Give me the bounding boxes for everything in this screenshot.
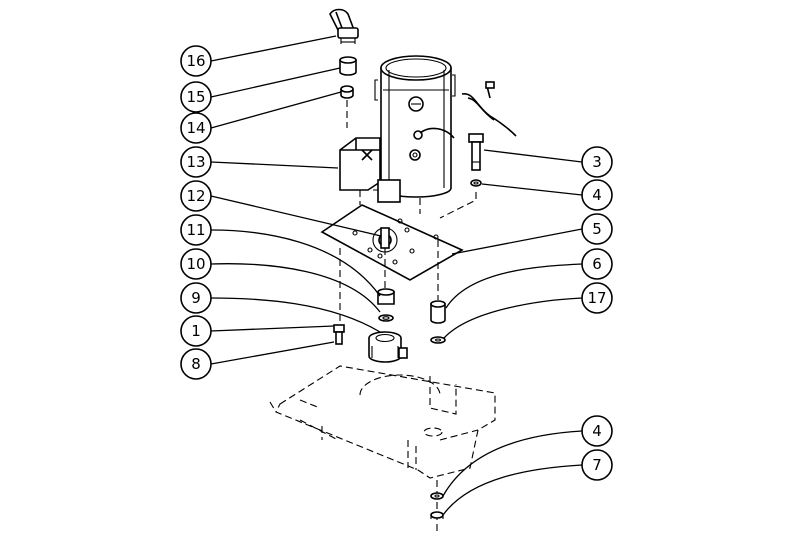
callout-17-label: 17: [587, 289, 606, 307]
part-nut-bottom: [430, 511, 444, 519]
part-pump-bracket: [339, 137, 401, 203]
part-washer-17: [430, 336, 446, 344]
callouts: 16 15 14 13 12 11 10 9: [180, 45, 613, 481]
callout-3[interactable]: 3: [581, 146, 613, 178]
callout-5[interactable]: 5: [581, 213, 613, 245]
part-base-plate: [269, 365, 496, 479]
part-washer-lower: [430, 492, 444, 500]
callout-4-lower-label: 4: [592, 422, 602, 440]
part-shaft: [380, 227, 390, 290]
part-spacer: [378, 314, 394, 322]
callout-4-upper-label: 4: [592, 186, 602, 204]
part-mounting-plate: [320, 204, 464, 281]
callout-14[interactable]: 14: [180, 112, 212, 144]
callout-11[interactable]: 11: [180, 214, 212, 246]
callout-17[interactable]: 17: [581, 282, 613, 314]
callout-1-label: 1: [191, 322, 201, 340]
leader-lines: [210, 35, 583, 516]
part-motor: [374, 55, 456, 198]
callout-4-lower[interactable]: 4: [581, 415, 613, 447]
part-cable: [461, 81, 517, 137]
part-rubber-isolator: [430, 300, 446, 324]
callout-5-label: 5: [592, 220, 602, 238]
callout-1[interactable]: 1: [180, 315, 212, 347]
callout-12[interactable]: 12: [180, 180, 212, 212]
callout-7[interactable]: 7: [581, 449, 613, 481]
callout-8-label: 8: [191, 355, 201, 373]
callout-13-label: 13: [186, 153, 205, 171]
callout-10-label: 10: [186, 255, 205, 273]
callout-16[interactable]: 16: [180, 45, 212, 77]
part-screw: [333, 324, 345, 345]
callout-4-upper[interactable]: 4: [581, 179, 613, 211]
part-bolt: [468, 133, 484, 171]
part-pump-hub: [368, 331, 408, 363]
callout-7-label: 7: [592, 456, 602, 474]
assembly-drawing: [269, 8, 517, 535]
callout-16-label: 16: [186, 52, 205, 70]
callout-14-label: 14: [186, 119, 205, 137]
callout-6[interactable]: 6: [581, 248, 613, 280]
part-washer-upper: [470, 179, 482, 187]
part-elbow-fitting: [329, 8, 359, 44]
callout-6-label: 6: [592, 255, 602, 273]
callout-15-label: 15: [186, 88, 205, 106]
callout-11-label: 11: [186, 221, 205, 239]
callout-3-label: 3: [592, 153, 602, 171]
part-lock-nut: [377, 288, 395, 305]
callout-9-label: 9: [191, 289, 201, 307]
callout-15[interactable]: 15: [180, 81, 212, 113]
callout-13[interactable]: 13: [180, 146, 212, 178]
callout-8[interactable]: 8: [180, 348, 212, 380]
callout-10[interactable]: 10: [180, 248, 212, 280]
part-nut-top: [340, 85, 354, 99]
callout-12-label: 12: [186, 187, 205, 205]
callout-9[interactable]: 9: [180, 282, 212, 314]
part-coupling: [339, 56, 357, 76]
